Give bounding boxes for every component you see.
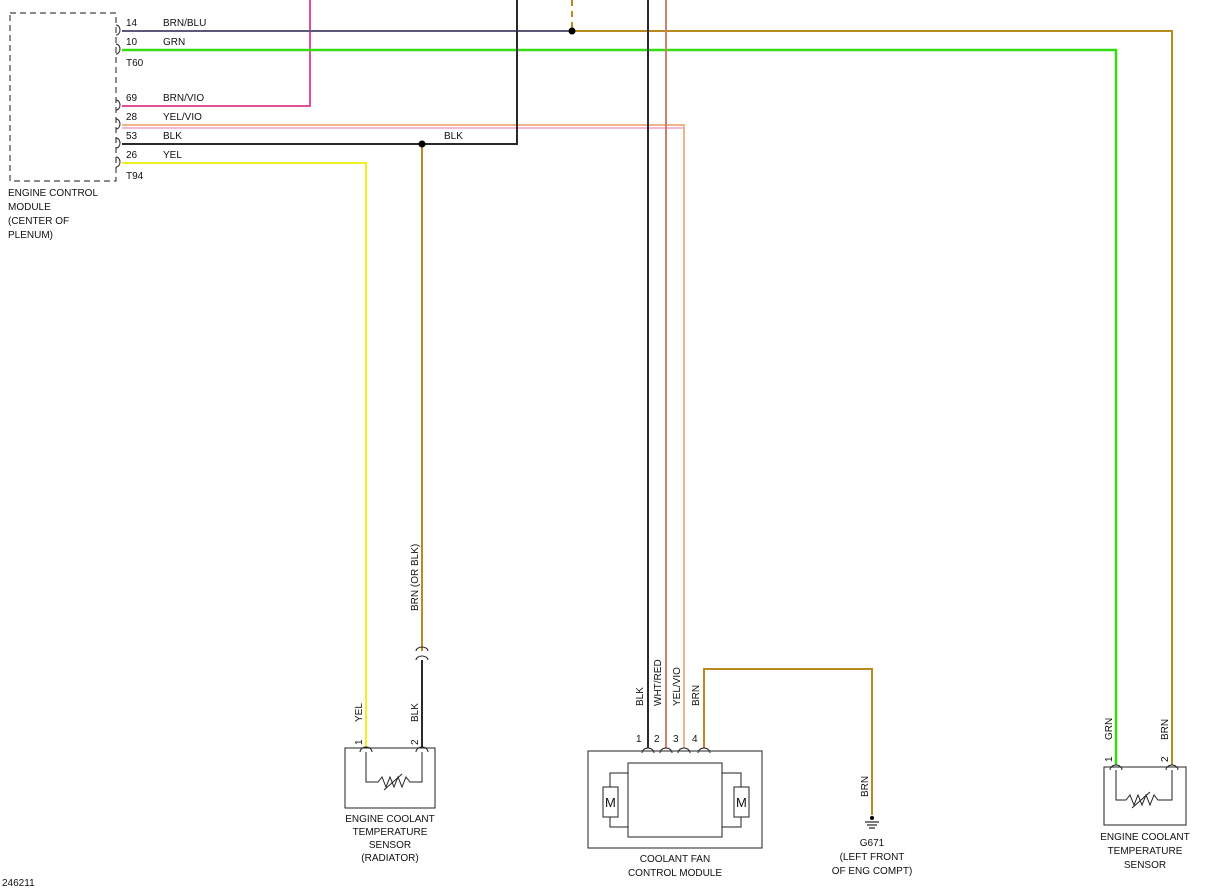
coolant-fan-control-module: BLK WHT/RED YEL/VIO BRN 1 2 3 4 M M COOL… (587, 659, 763, 879)
ecm-pin-14: 14 (126, 18, 138, 29)
ecm-wire-26: YEL (163, 150, 182, 161)
wire-grn (122, 48, 1118, 765)
wire-brn-right (572, 30, 1173, 765)
ecm-label-3: (CENTER OF (8, 216, 69, 227)
radiator-wire1-label: YEL (354, 703, 365, 722)
engine-coolant-sensor: GRN BRN 1 2 ENGINE COOLANT TEMPERATURE S… (1100, 718, 1189, 871)
ecm-connector-brackets (115, 24, 121, 168)
fan-pin2: 2 (654, 734, 660, 745)
ecm-wire-14: BRN/BLU (163, 18, 206, 29)
ecm-label-1: ENGINE CONTROL (8, 188, 98, 199)
ground-wire-label: BRN (860, 776, 871, 797)
inline-connector (415, 646, 429, 661)
ecm-wire-10: GRN (163, 37, 185, 48)
radiator-label-3: SENSOR (369, 840, 411, 851)
engine-sensor-label-3: SENSOR (1124, 860, 1166, 871)
wire-fan-brn (703, 668, 873, 815)
wire-yel-vio (122, 124, 685, 748)
ecm-wire-53: BLK (163, 131, 182, 142)
fan-label-1: COOLANT FAN (640, 854, 710, 865)
ground-label-2: (LEFT FRONT (840, 852, 905, 863)
splice-blk (418, 140, 426, 148)
ground-label-3: OF ENG COMPT) (832, 866, 913, 877)
ecm-pin-28: 28 (126, 112, 138, 123)
wire-blk-ecm (122, 0, 518, 145)
ecm-pin-10: 10 (126, 37, 138, 48)
ecm-connector-t94: T94 (126, 171, 144, 182)
fan-wire1-label: BLK (635, 687, 646, 706)
radiator-label-2: TEMPERATURE (353, 827, 428, 838)
fan-pin4: 4 (692, 734, 698, 745)
radiator-wire2-label: BLK (410, 703, 421, 722)
ecm-label-4: PLENUM) (8, 230, 53, 241)
radiator-coolant-sensor: YEL BLK 1 2 ENGINE COOLANT TEMPERATURE S… (344, 703, 436, 864)
fan-motor-right: M (736, 795, 747, 810)
ecm-pin-26: 26 (126, 150, 138, 161)
engine-sensor-pin2: 2 (1160, 756, 1171, 762)
ground-label-1: G671 (860, 838, 885, 849)
engine-sensor-pin1: 1 (1104, 756, 1115, 762)
radiator-pin1: 1 (354, 739, 365, 745)
splice-blk-label: BLK (444, 131, 463, 142)
wire-brn-or-blk-label: BRN (OR BLK) (410, 544, 421, 611)
ecm-connector-t60: T60 (126, 58, 144, 69)
radiator-label-4: (RADIATOR) (361, 853, 418, 864)
figure-id: 246211 (2, 878, 35, 888)
engine-sensor-wire2-label: BRN (1160, 719, 1171, 740)
fan-pin1: 1 (636, 734, 642, 745)
ecm-label-2: MODULE (8, 202, 51, 213)
engine-control-module: 14 BRN/BLU 10 GRN T60 69 BRN/VIO 28 YEL/… (8, 12, 206, 241)
fan-pin3: 3 (673, 734, 679, 745)
engine-sensor-label-2: TEMPERATURE (1108, 846, 1183, 857)
wire-brn-vio (122, 0, 311, 107)
radiator-label-1: ENGINE COOLANT (345, 814, 434, 825)
ecm-pin-69: 69 (126, 93, 138, 104)
fan-wire3-label: YEL/VIO (672, 667, 683, 706)
engine-sensor-wire1-label: GRN (1104, 718, 1115, 740)
fan-label-2: CONTROL MODULE (628, 868, 722, 879)
fan-wire4-label: BRN (691, 685, 702, 706)
ecm-wire-69: BRN/VIO (163, 93, 204, 104)
ground-g671: BRN G671 (LEFT FRONT OF ENG COMPT) (832, 776, 913, 877)
fan-motor-left: M (605, 795, 616, 810)
splice-brn (568, 27, 576, 35)
radiator-pin2: 2 (410, 739, 421, 745)
engine-sensor-label-1: ENGINE COOLANT (1100, 832, 1189, 843)
fan-wire2-label: WHT/RED (653, 659, 664, 706)
wire-yel (122, 162, 367, 748)
ecm-pin-53: 53 (126, 131, 138, 142)
ecm-wire-28: YEL/VIO (163, 112, 202, 123)
